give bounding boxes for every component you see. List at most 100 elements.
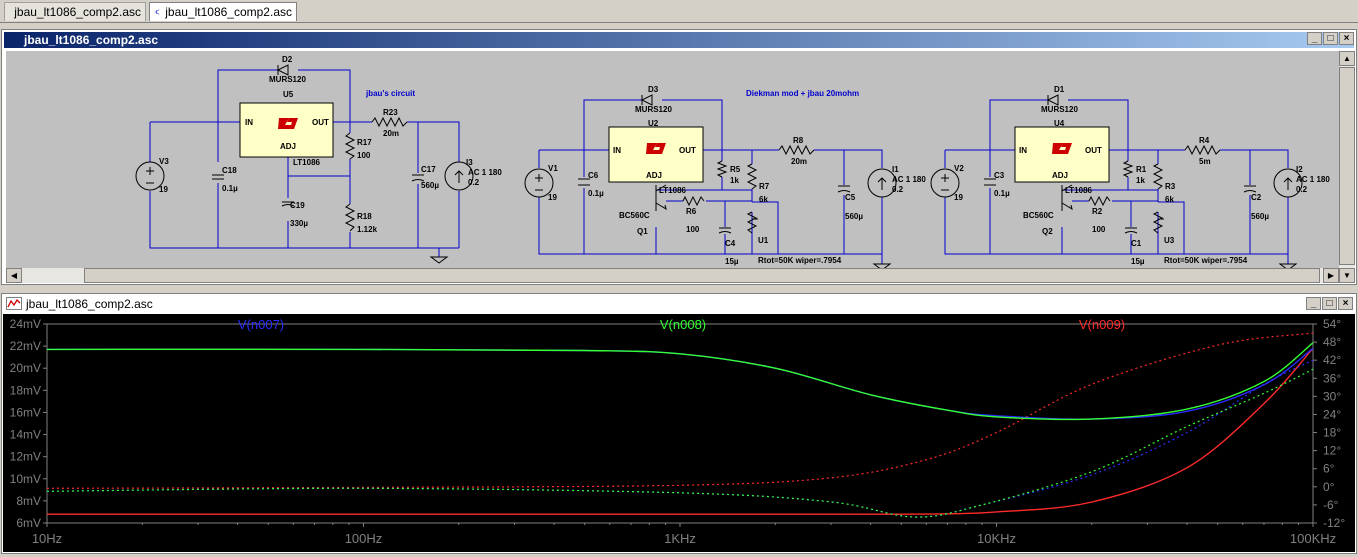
label-rs-ref: R8 — [793, 136, 804, 145]
circuit-mid — [539, 100, 882, 264]
tab-label: jbau_lt1086_comp2.asc — [165, 5, 292, 19]
y-tick-label: 22mV — [10, 339, 41, 353]
label-rtop-val: 100 — [357, 151, 371, 160]
restore-button[interactable]: □ — [1322, 297, 1337, 310]
tab-schematic[interactable]: jbau_lt1086_comp2.asc — [149, 2, 297, 21]
tab-label: jbau_lt1086_comp2.asc — [14, 5, 141, 19]
label-cout-ref: C5 — [845, 193, 856, 202]
schematic-canvas[interactable]: D2 MURS120 U5 LT1086 IN OUT ADJ V3 19 C1… — [6, 51, 1339, 268]
y2-tick-label: 42° — [1323, 353, 1341, 367]
resistor-icon — [346, 204, 354, 231]
label-rq-ref: R2 — [1092, 207, 1103, 216]
scroll-up-button[interactable]: ▲ — [1339, 51, 1355, 66]
y-tick-label: 24mV — [10, 317, 41, 331]
label-pin-out: OUT — [1085, 146, 1102, 155]
label-reg-part: LT1086 — [659, 186, 687, 195]
label-reg-part: LT1086 — [293, 158, 321, 167]
series-phase-line — [47, 333, 1313, 488]
label-pin-in: IN — [1019, 146, 1027, 155]
label-rbot-ref: R18 — [357, 212, 372, 221]
label-rtop-ref: R17 — [357, 138, 372, 147]
label-rs-ref: R23 — [383, 108, 398, 117]
scroll-right-button[interactable]: ▶ — [1323, 268, 1339, 283]
label-pin-in: IN — [613, 146, 621, 155]
y-tick-label: 18mV — [10, 383, 41, 397]
label-q-part: BC560C — [619, 211, 650, 220]
schematic-titlebar[interactable]: jbau_lt1086_comp2.asc _ □ × — [4, 32, 1354, 48]
trace-label: V(n007) — [238, 317, 284, 332]
label-cin-ref: C6 — [588, 171, 599, 180]
label-rq-val: 100 — [686, 225, 700, 234]
label-q-part: BC560C — [1023, 211, 1054, 220]
label-load-val1: AC 1 180 — [892, 175, 926, 184]
label-load-val2: 0.2 — [468, 178, 480, 187]
scroll-down-button[interactable]: ▼ — [1339, 268, 1355, 283]
label-pot-val: Rtot=50K wiper=.7954 — [758, 256, 842, 265]
label-pin-out: OUT — [312, 118, 329, 127]
y2-tick-label: 30° — [1323, 389, 1341, 403]
series-phase-line — [47, 369, 1313, 517]
minimize-button[interactable]: _ — [1306, 297, 1321, 310]
circuit-right — [945, 100, 1288, 264]
label-diode-ref: D2 — [282, 55, 293, 64]
y2-tick-label: -12° — [1323, 516, 1345, 530]
scroll-left-button[interactable]: ◀ — [6, 268, 22, 283]
scroll-thumb[interactable] — [1339, 67, 1355, 265]
plot-svg: 6mV8mV10mV12mV14mV16mV18mV20mV22mV24mV-1… — [3, 314, 1355, 552]
label-pot-ref: U3 — [1164, 236, 1175, 245]
label-cin-ref: C18 — [222, 166, 237, 175]
schematic-icon — [154, 5, 160, 19]
label-rb-ref: R3 — [1165, 182, 1176, 191]
label-rq-ref: R6 — [686, 207, 697, 216]
y2-tick-label: 54° — [1323, 317, 1341, 331]
minimize-button[interactable]: _ — [1307, 32, 1322, 45]
trace-label: V(n008) — [660, 317, 706, 332]
label-cin-val: 0.1µ — [588, 189, 604, 198]
label-q-ref: Q1 — [637, 227, 648, 236]
label-rs-val: 5m — [1199, 157, 1211, 166]
label-cadj-val: 330µ — [290, 219, 308, 228]
x-tick-label: 100Hz — [345, 531, 383, 546]
plot-titlebar[interactable]: jbau_lt1086_comp2.asc _ □ × — [2, 294, 1356, 313]
series-magnitude-line — [47, 343, 1313, 420]
series-magnitude-line — [47, 348, 1313, 419]
label-rs-ref: R4 — [1199, 136, 1210, 145]
caption-mid: Diekman mod + jbau 20mohm — [746, 89, 859, 98]
label-diode-ref: D1 — [1054, 85, 1065, 94]
label-ra-val: 1k — [730, 176, 739, 185]
vertical-scrollbar[interactable]: ▲ ▼ — [1339, 51, 1355, 283]
label-reg-ref: U2 — [648, 119, 659, 128]
close-button[interactable]: × — [1339, 32, 1354, 45]
label-cout-val: 560µ — [1251, 212, 1269, 221]
tab-waveform[interactable]: jbau_lt1086_comp2.asc — [4, 2, 146, 21]
label-reg-ref: U4 — [1054, 119, 1065, 128]
label-src-val: 19 — [548, 193, 557, 202]
label-load-val1: AC 1 180 — [1296, 175, 1330, 184]
y2-tick-label: 24° — [1323, 407, 1341, 421]
y2-tick-label: -6° — [1323, 498, 1339, 512]
horizontal-scrollbar[interactable]: ◀ ▶ — [6, 268, 1339, 283]
label-cout-ref: C2 — [1251, 193, 1262, 202]
label-rb-val: 6k — [1165, 195, 1174, 204]
caption-left: jbau's circuit — [365, 89, 415, 98]
y-tick-label: 8mV — [16, 494, 41, 508]
x-tick-label: 1KHz — [664, 531, 696, 546]
label-cin-val: 0.1µ — [994, 189, 1010, 198]
label-src-val: 19 — [159, 185, 168, 194]
label-pin-adj: ADJ — [1052, 171, 1068, 180]
label-src-ref: V2 — [954, 164, 964, 173]
y-tick-label: 14mV — [10, 428, 41, 442]
resistor-icon — [346, 133, 354, 159]
close-button[interactable]: × — [1338, 297, 1353, 310]
y2-tick-label: 0° — [1323, 480, 1335, 494]
label-reg-part: LT1086 — [1065, 186, 1093, 195]
label-src-val: 19 — [954, 193, 963, 202]
label-ra-ref: R1 — [1136, 165, 1147, 174]
label-cout-ref: C17 — [421, 165, 436, 174]
label-rb-ref: R7 — [759, 182, 770, 191]
restore-button[interactable]: □ — [1323, 32, 1338, 45]
label-diode-ref: D3 — [648, 85, 659, 94]
scroll-thumb[interactable] — [84, 268, 1320, 283]
tab-bar: jbau_lt1086_comp2.asc jbau_lt1086_comp2.… — [0, 0, 1358, 23]
